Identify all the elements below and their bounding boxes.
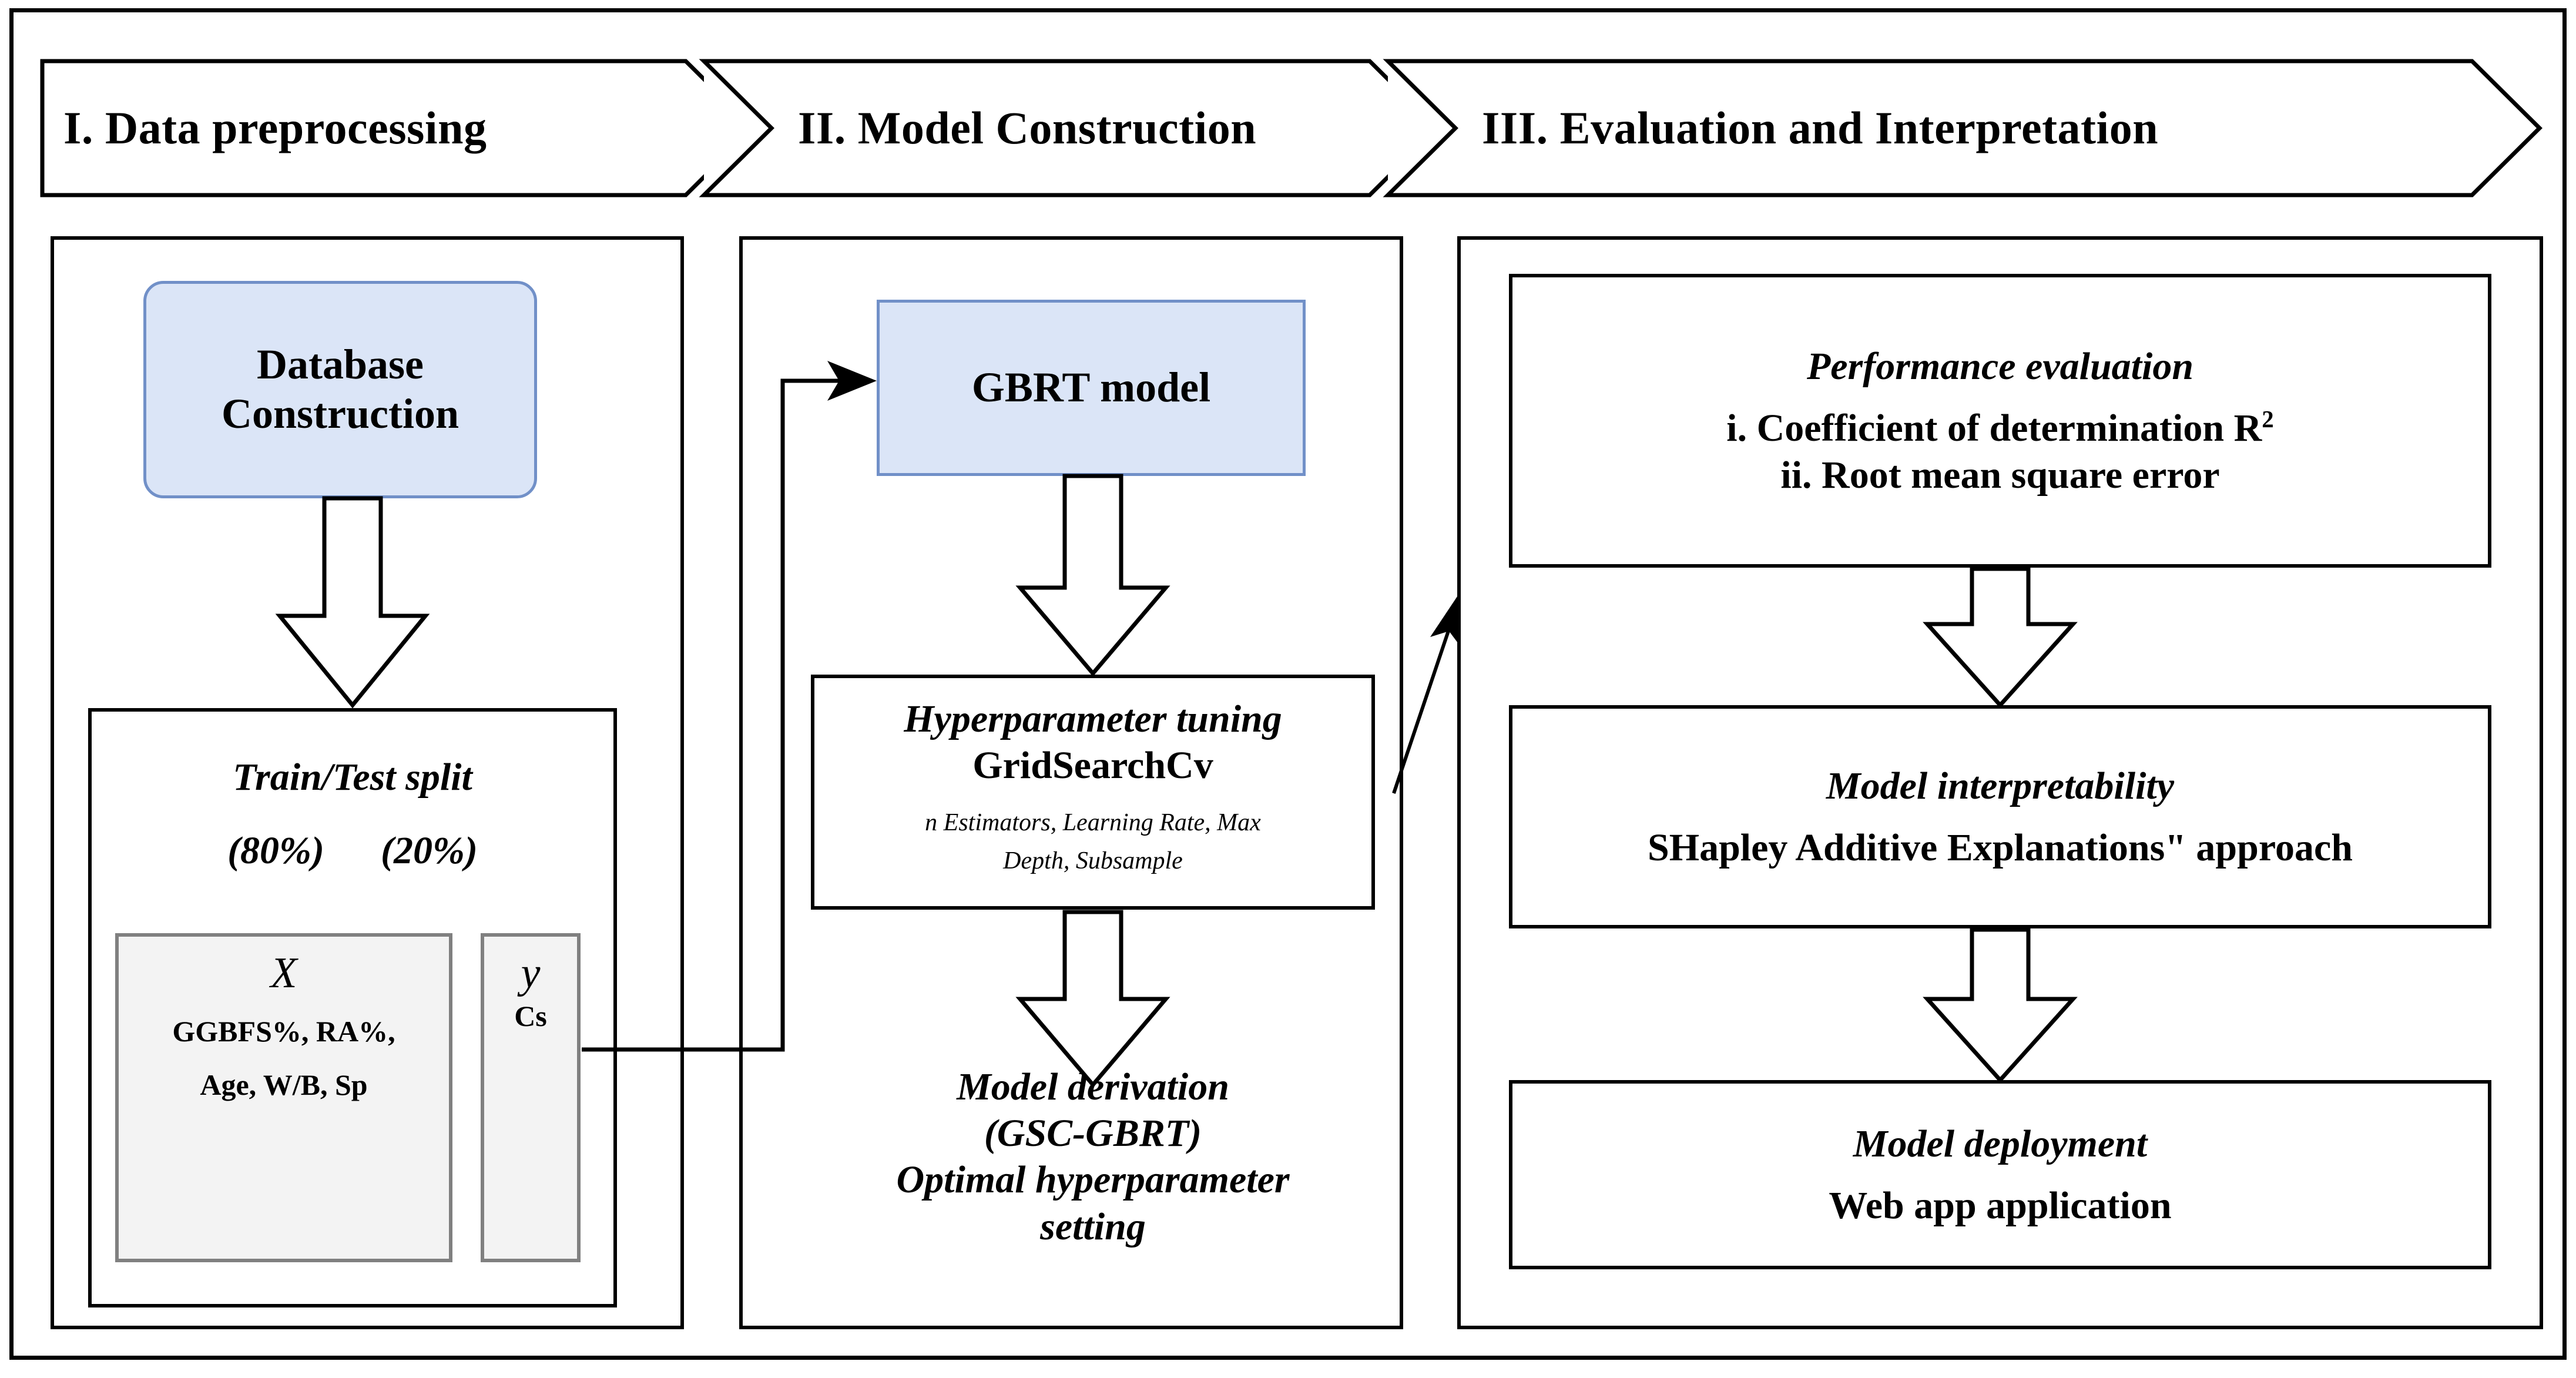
tuning-box-title: Hyperparameter tuning xyxy=(904,698,1282,740)
model-deployment-box[interactable]: Model deployment Web app application xyxy=(1509,1080,2491,1269)
performance-metric-2: ii. Root mean square error xyxy=(1780,453,2220,497)
x-symbol: X xyxy=(270,949,297,997)
split-test-percent: (20%) xyxy=(381,829,478,873)
deployment-box-title: Model deployment xyxy=(1853,1122,2148,1165)
stage-banner-1: I. Data preprocessing xyxy=(40,59,756,197)
stage-banner-label-3: III. Evaluation and Interpretation xyxy=(1482,102,2159,153)
database-box-line2: Construction xyxy=(221,390,459,437)
y-symbol: y xyxy=(521,949,541,997)
y-target-label: Cs xyxy=(514,1000,547,1033)
split-train-percent: (80%) xyxy=(227,829,324,873)
tuning-box-params-line2: Depth, Subsample xyxy=(1003,847,1183,875)
model-derivation-box[interactable]: Model derivation (GSC-GBRT) Optimal hype… xyxy=(811,1064,1375,1310)
performance-metric-1-exponent: 2 xyxy=(2262,406,2274,433)
stage-banner-label-2: II. Model Construction xyxy=(798,102,1257,153)
derivation-box-detail-line2: setting xyxy=(1040,1205,1146,1248)
chevron-shape-2 xyxy=(699,59,1440,197)
derivation-box-title: Model derivation xyxy=(957,1065,1229,1108)
derivation-box-acronym: (GSC-GBRT) xyxy=(984,1112,1202,1155)
performance-metric-1: i. Coefficient of determination R2 xyxy=(1726,405,2273,451)
feature-matrix-x-box[interactable]: X GGBFS%, RA%, Age, W/B, Sp xyxy=(115,933,452,1262)
model-interpretability-box[interactable]: Model interpretability SHapley Additive … xyxy=(1509,705,2491,928)
derivation-box-detail-line1: Optimal hyperparameter xyxy=(896,1158,1290,1202)
database-box-line1: Database xyxy=(257,341,424,388)
x-features-line2: Age, W/B, Sp xyxy=(200,1068,368,1102)
split-box-title: Train/Test split xyxy=(233,756,472,799)
tuning-box-params-line1: n Estimators, Learning Rate, Max xyxy=(925,809,1261,837)
performance-metric-1-text: i. Coefficient of determination R xyxy=(1726,407,2262,450)
gbrt-model-label: GBRT model xyxy=(971,364,1211,411)
deployment-box-detail: Web app application xyxy=(1829,1184,2172,1227)
stage-banner-label-1: I. Data preprocessing xyxy=(63,102,487,153)
stage-banner-2: II. Model Construction xyxy=(699,59,1440,197)
x-features-line1: GGBFS%, RA%, xyxy=(172,1015,395,1048)
gbrt-model-box[interactable]: GBRT model xyxy=(877,300,1306,476)
hyperparameter-tuning-box[interactable]: Hyperparameter tuning GridSearchCv n Est… xyxy=(811,675,1375,910)
database-construction-box[interactable]: Database Construction xyxy=(143,281,537,498)
interpretability-box-title: Model interpretability xyxy=(1826,764,2175,807)
target-y-box[interactable]: y Cs xyxy=(481,933,581,1262)
interpretability-box-method: SHapley Additive Explanations" approach xyxy=(1648,826,2353,869)
performance-evaluation-box[interactable]: Performance evaluation i. Coefficient of… xyxy=(1509,274,2491,568)
split-percentages: (80%) (20%) xyxy=(227,827,478,874)
tuning-box-method: GridSearchCv xyxy=(972,744,1213,787)
stage-banner-3: III. Evaluation and Interpretation xyxy=(1383,59,2543,197)
performance-box-title: Performance evaluation xyxy=(1806,345,2194,388)
chevron-shape-3 xyxy=(1383,59,2543,197)
